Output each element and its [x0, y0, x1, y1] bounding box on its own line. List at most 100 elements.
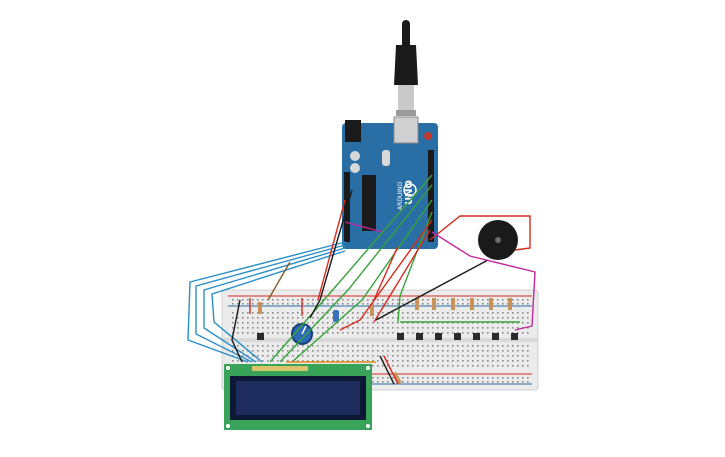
push-button[interactable]	[454, 333, 461, 340]
breadboard-hole	[447, 360, 449, 362]
reset-button[interactable]	[424, 132, 432, 140]
breadboard-hole	[522, 322, 524, 324]
breadboard-hole	[277, 350, 279, 352]
breadboard-hole	[347, 360, 349, 362]
breadboard-hole	[382, 345, 384, 347]
breadboard-hole	[397, 365, 399, 367]
breadboard-hole	[412, 312, 414, 314]
breadboard-hole	[247, 327, 249, 329]
breadboard-hole	[477, 322, 479, 324]
breadboard-hole	[332, 350, 334, 352]
resistor	[415, 298, 419, 310]
breadboard-hole	[332, 303, 334, 305]
breadboard-hole	[442, 381, 444, 383]
breadboard-hole	[417, 317, 419, 319]
mount-hole	[366, 366, 370, 370]
breadboard-hole	[267, 322, 269, 324]
breadboard-hole	[297, 312, 299, 314]
breadboard-hole	[457, 365, 459, 367]
breadboard-hole	[497, 350, 499, 352]
breadboard-hole	[457, 327, 459, 329]
breadboard-hole	[382, 377, 384, 379]
piezo-buzzer[interactable]	[478, 220, 518, 260]
breadboard-hole	[337, 360, 339, 362]
breadboard-hole	[442, 332, 444, 334]
breadboard-hole	[452, 312, 454, 314]
breadboard-hole	[502, 317, 504, 319]
breadboard-hole	[422, 377, 424, 379]
breadboard-hole	[507, 317, 509, 319]
breadboard-hole	[342, 299, 344, 301]
breadboard-hole	[422, 327, 424, 329]
breadboard-hole	[527, 312, 529, 314]
breadboard-hole	[267, 317, 269, 319]
mount-hole	[226, 424, 230, 428]
breadboard-hole	[277, 322, 279, 324]
breadboard-hole	[417, 377, 419, 379]
arduino-uno-board[interactable]: UNO ARDUINO	[342, 116, 438, 249]
breadboard-hole	[372, 350, 374, 352]
breadboard-hole	[432, 377, 434, 379]
push-button[interactable]	[397, 333, 404, 340]
breadboard-hole	[457, 345, 459, 347]
breadboard-hole	[282, 303, 284, 305]
push-button[interactable]	[473, 333, 480, 340]
crystal	[382, 150, 390, 166]
breadboard-hole	[242, 303, 244, 305]
breadboard-hole	[332, 355, 334, 357]
breadboard-hole	[312, 303, 314, 305]
breadboard-hole	[477, 365, 479, 367]
breadboard-hole	[372, 317, 374, 319]
breadboard-hole	[272, 350, 274, 352]
red-wire	[373, 245, 399, 301]
red-wire	[339, 219, 433, 331]
breadboard-hole	[512, 360, 514, 362]
breadboard-hole	[317, 332, 319, 334]
breadboard-hole	[507, 299, 509, 301]
breadboard-hole	[462, 350, 464, 352]
green-wire	[269, 174, 433, 363]
breadboard-hole	[347, 350, 349, 352]
push-button[interactable]	[416, 333, 423, 340]
breadboard-hole	[377, 360, 379, 362]
breadboard-hole	[432, 322, 434, 324]
breadboard-hole	[462, 322, 464, 324]
breadboard-hole	[387, 360, 389, 362]
push-buttons[interactable]	[257, 333, 518, 340]
breadboard-hole	[367, 303, 369, 305]
breadboard-hole	[372, 332, 374, 334]
breadboard-hole	[512, 327, 514, 329]
push-button[interactable]	[435, 333, 442, 340]
breadboard-hole	[472, 377, 474, 379]
breadboard-hole	[397, 303, 399, 305]
breadboard-hole	[332, 322, 334, 324]
usb-cable[interactable]	[394, 20, 418, 116]
breadboard-hole	[447, 322, 449, 324]
breadboard-hole	[527, 299, 529, 301]
breadboard-hole	[287, 322, 289, 324]
breadboard-hole	[312, 355, 314, 357]
breadboard-hole	[247, 299, 249, 301]
breadboard-hole	[232, 350, 234, 352]
push-button[interactable]	[257, 333, 264, 340]
breadboard-hole	[512, 312, 514, 314]
push-button[interactable]	[492, 333, 499, 340]
breadboard-hole	[507, 332, 509, 334]
breadboard-hole	[427, 322, 429, 324]
breadboard-hole	[477, 299, 479, 301]
breadboard-hole	[402, 299, 404, 301]
breadboard-hole	[377, 350, 379, 352]
potentiometer[interactable]	[291, 323, 313, 345]
breadboard-hole	[402, 317, 404, 319]
center-channel	[222, 338, 538, 342]
breadboard-hole	[257, 312, 259, 314]
lcd-16x2-module[interactable]	[224, 364, 372, 430]
push-button[interactable]	[511, 333, 518, 340]
breadboard-hole	[372, 345, 374, 347]
breadboard-hole	[287, 299, 289, 301]
breadboard-hole	[342, 312, 344, 314]
breadboard-hole	[237, 317, 239, 319]
breadboard-hole	[267, 350, 269, 352]
breadboard-hole	[422, 299, 424, 301]
breadboard-hole	[387, 350, 389, 352]
